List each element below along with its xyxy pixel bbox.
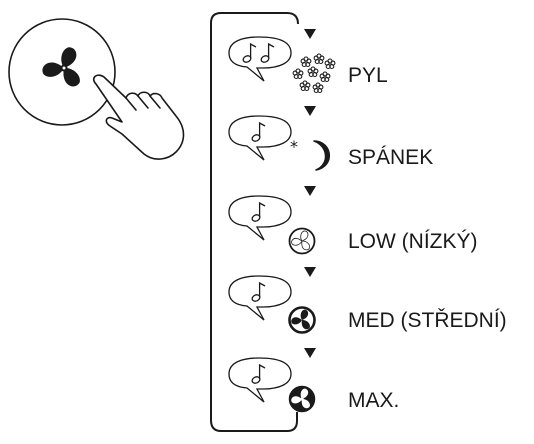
mode-step-med: MED (STŘEDNÍ) [228,275,507,334]
fan-med-icon [288,306,316,334]
fan-icon [41,45,83,90]
cycle-loop-arrow [210,12,299,432]
beep-bubble-icon [228,115,292,161]
mode-label: SPÁNEK [348,146,433,169]
down-arrow-icon [304,267,316,277]
beep-bubble-icon [228,195,292,241]
mode-label: MED (STŘEDNÍ) [348,309,507,332]
mode-label: PYL [348,64,388,87]
fan-button[interactable] [8,18,116,126]
fan-low-icon [288,227,316,255]
mode-step-max: MAX. [228,357,399,413]
hand-pointer-icon [92,74,185,160]
svg-text:*: * [290,137,298,156]
mode-label: MAX. [348,389,399,412]
down-arrow-icon [304,29,316,39]
sleep-icon: * [290,137,330,171]
mode-step-sleep: * SPÁNEK [228,115,433,171]
mode-step-pollen: PYL [228,36,388,94]
down-arrow-icon [304,348,316,358]
beep-bubble-icon [228,357,292,403]
pollen-icon [292,53,336,94]
down-arrow-icon [304,186,316,196]
mode-label: LOW (NÍZKÝ) [348,230,478,253]
beep-bubble-icon [228,36,292,82]
fan-max-icon [288,385,316,413]
mode-step-low: LOW (NÍZKÝ) [228,195,478,255]
down-arrow-icon [304,106,316,116]
beep-bubble-icon [228,275,292,321]
